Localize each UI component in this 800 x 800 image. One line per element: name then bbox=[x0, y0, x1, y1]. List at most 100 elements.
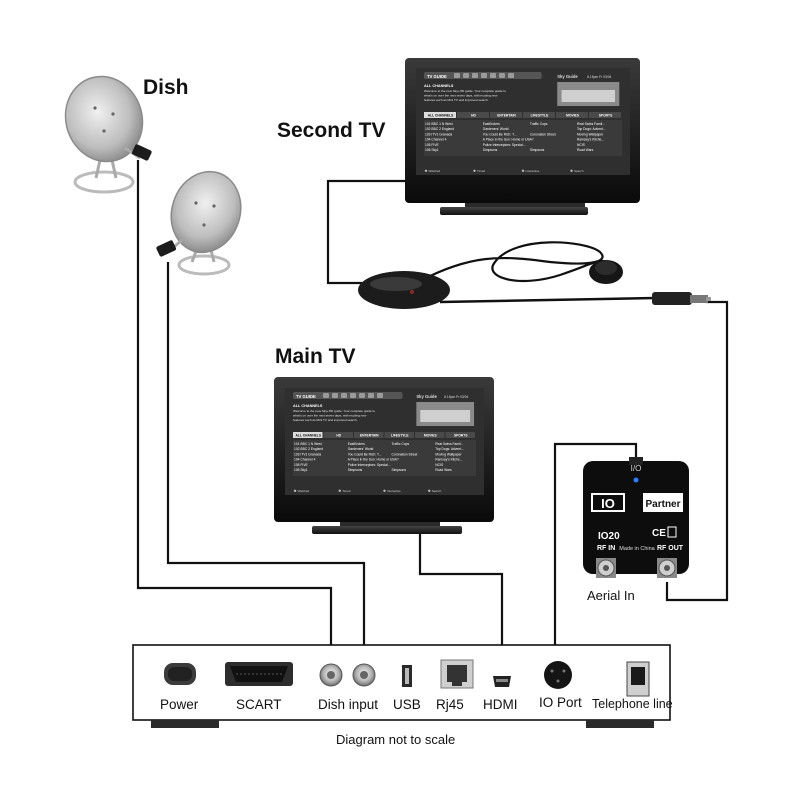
rf-in-connector bbox=[596, 558, 616, 578]
guide-tool-icon bbox=[472, 73, 478, 78]
guide-footer-label: Watched bbox=[429, 169, 441, 173]
guide-tool-icon bbox=[454, 73, 460, 78]
cable-partner-to-io-port bbox=[553, 442, 638, 660]
partner-logo: IO bbox=[601, 496, 615, 511]
rf-out-connector bbox=[657, 558, 677, 578]
cables bbox=[136, 160, 729, 670]
guide-footer-dot bbox=[383, 489, 386, 492]
guide-tab-label: SPORTS bbox=[599, 114, 613, 118]
guide-channel: 102 BBC 2 England bbox=[425, 127, 454, 131]
guide-grid bbox=[293, 440, 476, 476]
guide-preview-detail bbox=[420, 410, 471, 422]
guide-tab bbox=[424, 112, 456, 118]
guide-provider: Sky Guide bbox=[416, 394, 437, 399]
guide-footer-dot bbox=[293, 489, 297, 492]
cable-main-tv-to-hdmi bbox=[418, 531, 504, 670]
guide-grid bbox=[424, 120, 622, 156]
guide-time: 8.15pm Fr 03/04 bbox=[587, 75, 611, 79]
guide-footer-label: Timed bbox=[477, 169, 486, 173]
guide-intro-line: what's on over the next seven days, with… bbox=[293, 413, 367, 417]
guide-programme: Coronation Street bbox=[530, 132, 556, 136]
guide-programme: EastEnders bbox=[483, 122, 500, 126]
cable-dish1-to-dish-input bbox=[136, 160, 333, 662]
guide-intro-line: features such as Mini TV and improved se… bbox=[424, 98, 489, 102]
guide-tab-label: ALL CHANNELS bbox=[295, 434, 321, 438]
guide-tab bbox=[415, 432, 445, 438]
guide-programme: NCIS bbox=[577, 143, 586, 147]
scart-socket bbox=[225, 662, 293, 686]
guide-programme: EastEnders bbox=[348, 442, 365, 446]
guide-programme: Police Interceptors: Special... bbox=[483, 143, 526, 147]
guide-tab-label: LIFESTYLE bbox=[531, 114, 550, 118]
guide-channel: 104 Channel 4 bbox=[425, 138, 447, 142]
dish-2 bbox=[156, 170, 242, 276]
guide-tab bbox=[457, 112, 489, 118]
guide-header-bar bbox=[293, 392, 403, 399]
guide-intro-line: Welcome to the new Sky+HD guide. Your co… bbox=[293, 409, 375, 413]
guide-tab bbox=[490, 112, 522, 118]
guide-programme: Police Interceptors: Special... bbox=[348, 463, 391, 467]
usb-socket bbox=[402, 665, 412, 687]
guide-channel: 103 ITV1 Granada bbox=[425, 132, 452, 136]
cable-dish2-to-dish-input bbox=[166, 262, 366, 662]
guide-tool-icon bbox=[359, 393, 365, 398]
guide-channel: 103 ITV1 Granada bbox=[294, 452, 321, 456]
partner-brand: Partner bbox=[645, 499, 680, 510]
guide-programme: Moving Wallpaper bbox=[435, 452, 462, 456]
guide-programme: Moving Wallpaper bbox=[577, 132, 604, 136]
port-label-usb: USB bbox=[393, 697, 421, 712]
guide-tab bbox=[384, 432, 414, 438]
guide-tool-icon bbox=[490, 73, 496, 78]
port-label-rj45: Rj45 bbox=[436, 697, 464, 712]
guide-heading: ALL CHANNELS bbox=[293, 404, 323, 408]
guide-tab-label: SPORTS bbox=[454, 434, 468, 438]
guide-footer-dot bbox=[521, 169, 525, 172]
guide-programme: A Place in the Sun: Home or USA? bbox=[483, 138, 534, 142]
guide-footer-dot bbox=[570, 169, 573, 172]
guide-title: TV GUIDE bbox=[296, 394, 316, 399]
coax-plug bbox=[652, 292, 711, 305]
guide-tab bbox=[445, 432, 475, 438]
guide-programme: Ramsay's Kitche... bbox=[577, 138, 604, 142]
guide-tool-icon bbox=[332, 393, 338, 398]
guide-programme: Simpsons bbox=[483, 148, 498, 152]
guide-footer-label: Interactive bbox=[387, 489, 401, 493]
port-label-hdmi: HDMI bbox=[483, 697, 518, 712]
guide-tool-icon bbox=[481, 73, 487, 78]
guide-tab bbox=[556, 112, 588, 118]
guide-tool-icon bbox=[323, 393, 329, 398]
guide-channel: 102 BBC 2 England bbox=[294, 447, 323, 451]
guide-programme: Simpsons bbox=[348, 468, 363, 472]
io-partner-box: I/O IO Partner IO20 CE RF IN Made in Chi… bbox=[583, 457, 689, 578]
guide-title: TV GUIDE bbox=[427, 74, 447, 79]
guide-programme: Road Wars bbox=[435, 468, 452, 472]
guide-footer-dot bbox=[473, 169, 476, 172]
guide-channel: 105 FIVE bbox=[425, 143, 440, 147]
guide-channel: 101 BBC 1 N West bbox=[425, 122, 453, 126]
guide-channel: 104 Channel 4 bbox=[294, 458, 316, 462]
ir-eye-receiver bbox=[589, 260, 623, 284]
aerial-in-label: Aerial In bbox=[587, 588, 635, 603]
guide-programme: Road Wars bbox=[577, 148, 594, 152]
guide-intro-line: Welcome to the new Sky+HD guide. Your co… bbox=[424, 89, 506, 93]
guide-programme: Top Dogs: Advent... bbox=[435, 447, 464, 451]
guide-programme: Top Dogs: Advent... bbox=[577, 127, 606, 131]
ir-extender bbox=[358, 241, 711, 309]
port-label-io-port: IO Port bbox=[539, 695, 582, 710]
guide-tool-icon bbox=[341, 393, 347, 398]
guide-intro-line: what's on over the next seven days, with… bbox=[424, 93, 498, 97]
rf-out-label: RF OUT bbox=[657, 545, 684, 552]
guide-tool-icon bbox=[499, 73, 505, 78]
dish-label: Dish bbox=[143, 76, 189, 99]
guide-footer-dot bbox=[428, 489, 431, 492]
guide-tab-label: LIFESTYLE bbox=[391, 434, 410, 438]
guide-programme: Ramsay's Kitche... bbox=[435, 458, 462, 462]
guide-programme: You Could Be Rich: T... bbox=[348, 452, 382, 456]
guide-tab-label: HD bbox=[336, 434, 341, 438]
guide-tab bbox=[323, 432, 353, 438]
guide-footer-label: Timed bbox=[342, 489, 351, 493]
guide-heading: ALL CHANNELS bbox=[424, 84, 454, 88]
